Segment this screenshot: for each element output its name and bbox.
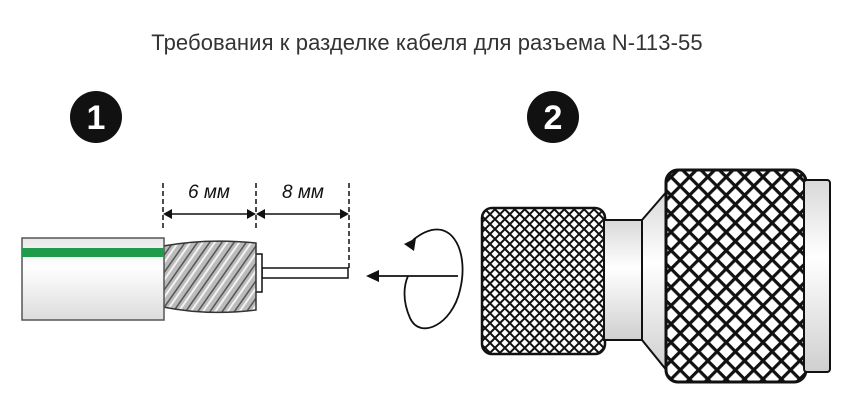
step-1-number: 1 <box>87 99 106 137</box>
braid-length-label: 6 мм <box>188 182 230 203</box>
neck-sleeve <box>603 219 643 341</box>
rotation-arrow <box>403 228 464 330</box>
cone-transition <box>641 187 669 375</box>
n-connector <box>480 168 831 384</box>
step-2-badge: 2 <box>527 91 579 143</box>
braid-shield <box>162 240 257 314</box>
step-2-number: 2 <box>544 99 563 137</box>
insert-arrow-head <box>366 270 379 282</box>
step-1-badge: 1 <box>70 91 122 143</box>
diagram-title: Требования к разделке кабеля для разъема… <box>151 30 703 55</box>
jacket-stripe <box>22 248 164 257</box>
core-length-label: 8 мм <box>282 182 324 203</box>
dimension-lines: 6 мм 8 мм <box>162 182 350 268</box>
coax-cable <box>21 237 349 321</box>
front-lip <box>803 179 831 373</box>
rear-nut <box>480 206 607 356</box>
coupling-nut <box>664 168 808 384</box>
center-conductor <box>261 267 349 279</box>
